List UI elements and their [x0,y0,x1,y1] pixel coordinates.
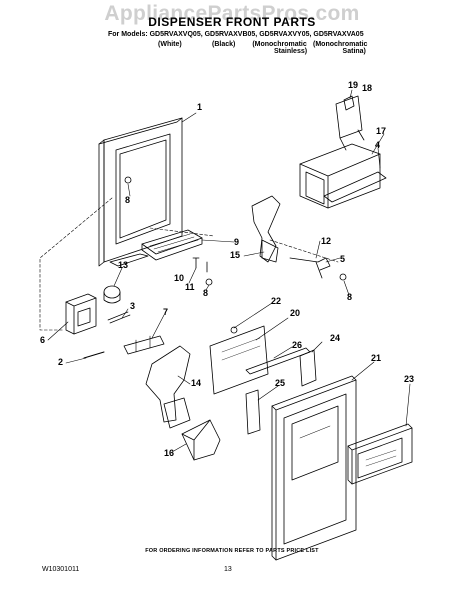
solenoid-part-13 [103,285,121,304]
callout-22: 22 [271,296,282,306]
callout-11: 11 [185,282,195,292]
callout-17: 17 [376,126,387,136]
document-id: W10301011 [42,566,80,573]
actuator-arm-part-15 [251,195,281,263]
callout-14: 14 [191,378,202,388]
callout-13: 13 [118,260,129,270]
callout-15: 15 [230,250,241,260]
callout-8-housing: 8 [125,195,131,205]
callout-5: 5 [340,254,346,264]
models-line: For Models: GD5RVAXVQ05, GD5RVAXVB05, GD… [108,31,364,38]
callout-8-tray: 8 [203,288,209,298]
lever-part-12 [289,257,331,279]
screws-part-8 [124,176,347,286]
drip-tray-part-9 [141,229,203,261]
callout-2: 2 [58,357,64,367]
dispenser-housing-part-1 [98,117,183,267]
page-number: 13 [224,566,232,573]
callout-9: 9 [234,237,240,247]
callout-26: 26 [292,340,303,350]
callout-24: 24 [330,333,341,343]
callout-18: 18 [362,83,373,93]
trim-strips-parts-24-25-26 [245,347,317,435]
ice-paddle-part-14 [145,345,191,429]
variant-black: (Black) [212,41,236,48]
watermark-logo: AppliancePartsPros.com [104,2,360,25]
callout-23: 23 [404,374,415,384]
actuator-box-part-6 [65,293,97,335]
callout-10: 10 [174,273,185,283]
ordering-info-note: FOR ORDERING INFORMATION REFER TO PARTS … [145,548,319,554]
callout-3: 3 [130,301,136,311]
callout-1: 1 [197,102,203,112]
insulation-panel-part-20 [209,325,269,395]
callout-4: 4 [375,140,381,150]
diagram-title: DISPENSER FRONT PARTS [148,15,316,29]
variant-monochromatic-satina: (Monochromatic Satina) [313,41,368,55]
callout-20: 20 [290,308,301,318]
callout-21: 21 [371,353,382,363]
front-bezel-part-21 [271,375,357,561]
lever-bracket-part-7 [123,335,165,355]
callout-8-lever: 8 [347,292,353,302]
callout-12: 12 [321,236,332,246]
variant-monochromatic-stainless: (Monochromatic Stainless) [252,41,308,55]
cover-plate-part-4 [323,171,387,203]
callout-16: 16 [164,448,175,458]
dispenser-module-part-17 [299,95,381,209]
control-panel-part-23 [347,423,413,485]
variant-white: (White) [158,41,182,48]
ice-chute-part-16 [181,419,221,461]
callout-19: 19 [348,80,359,90]
callout-7: 7 [163,307,169,317]
callout-6: 6 [40,335,46,345]
callout-25: 25 [275,378,286,388]
